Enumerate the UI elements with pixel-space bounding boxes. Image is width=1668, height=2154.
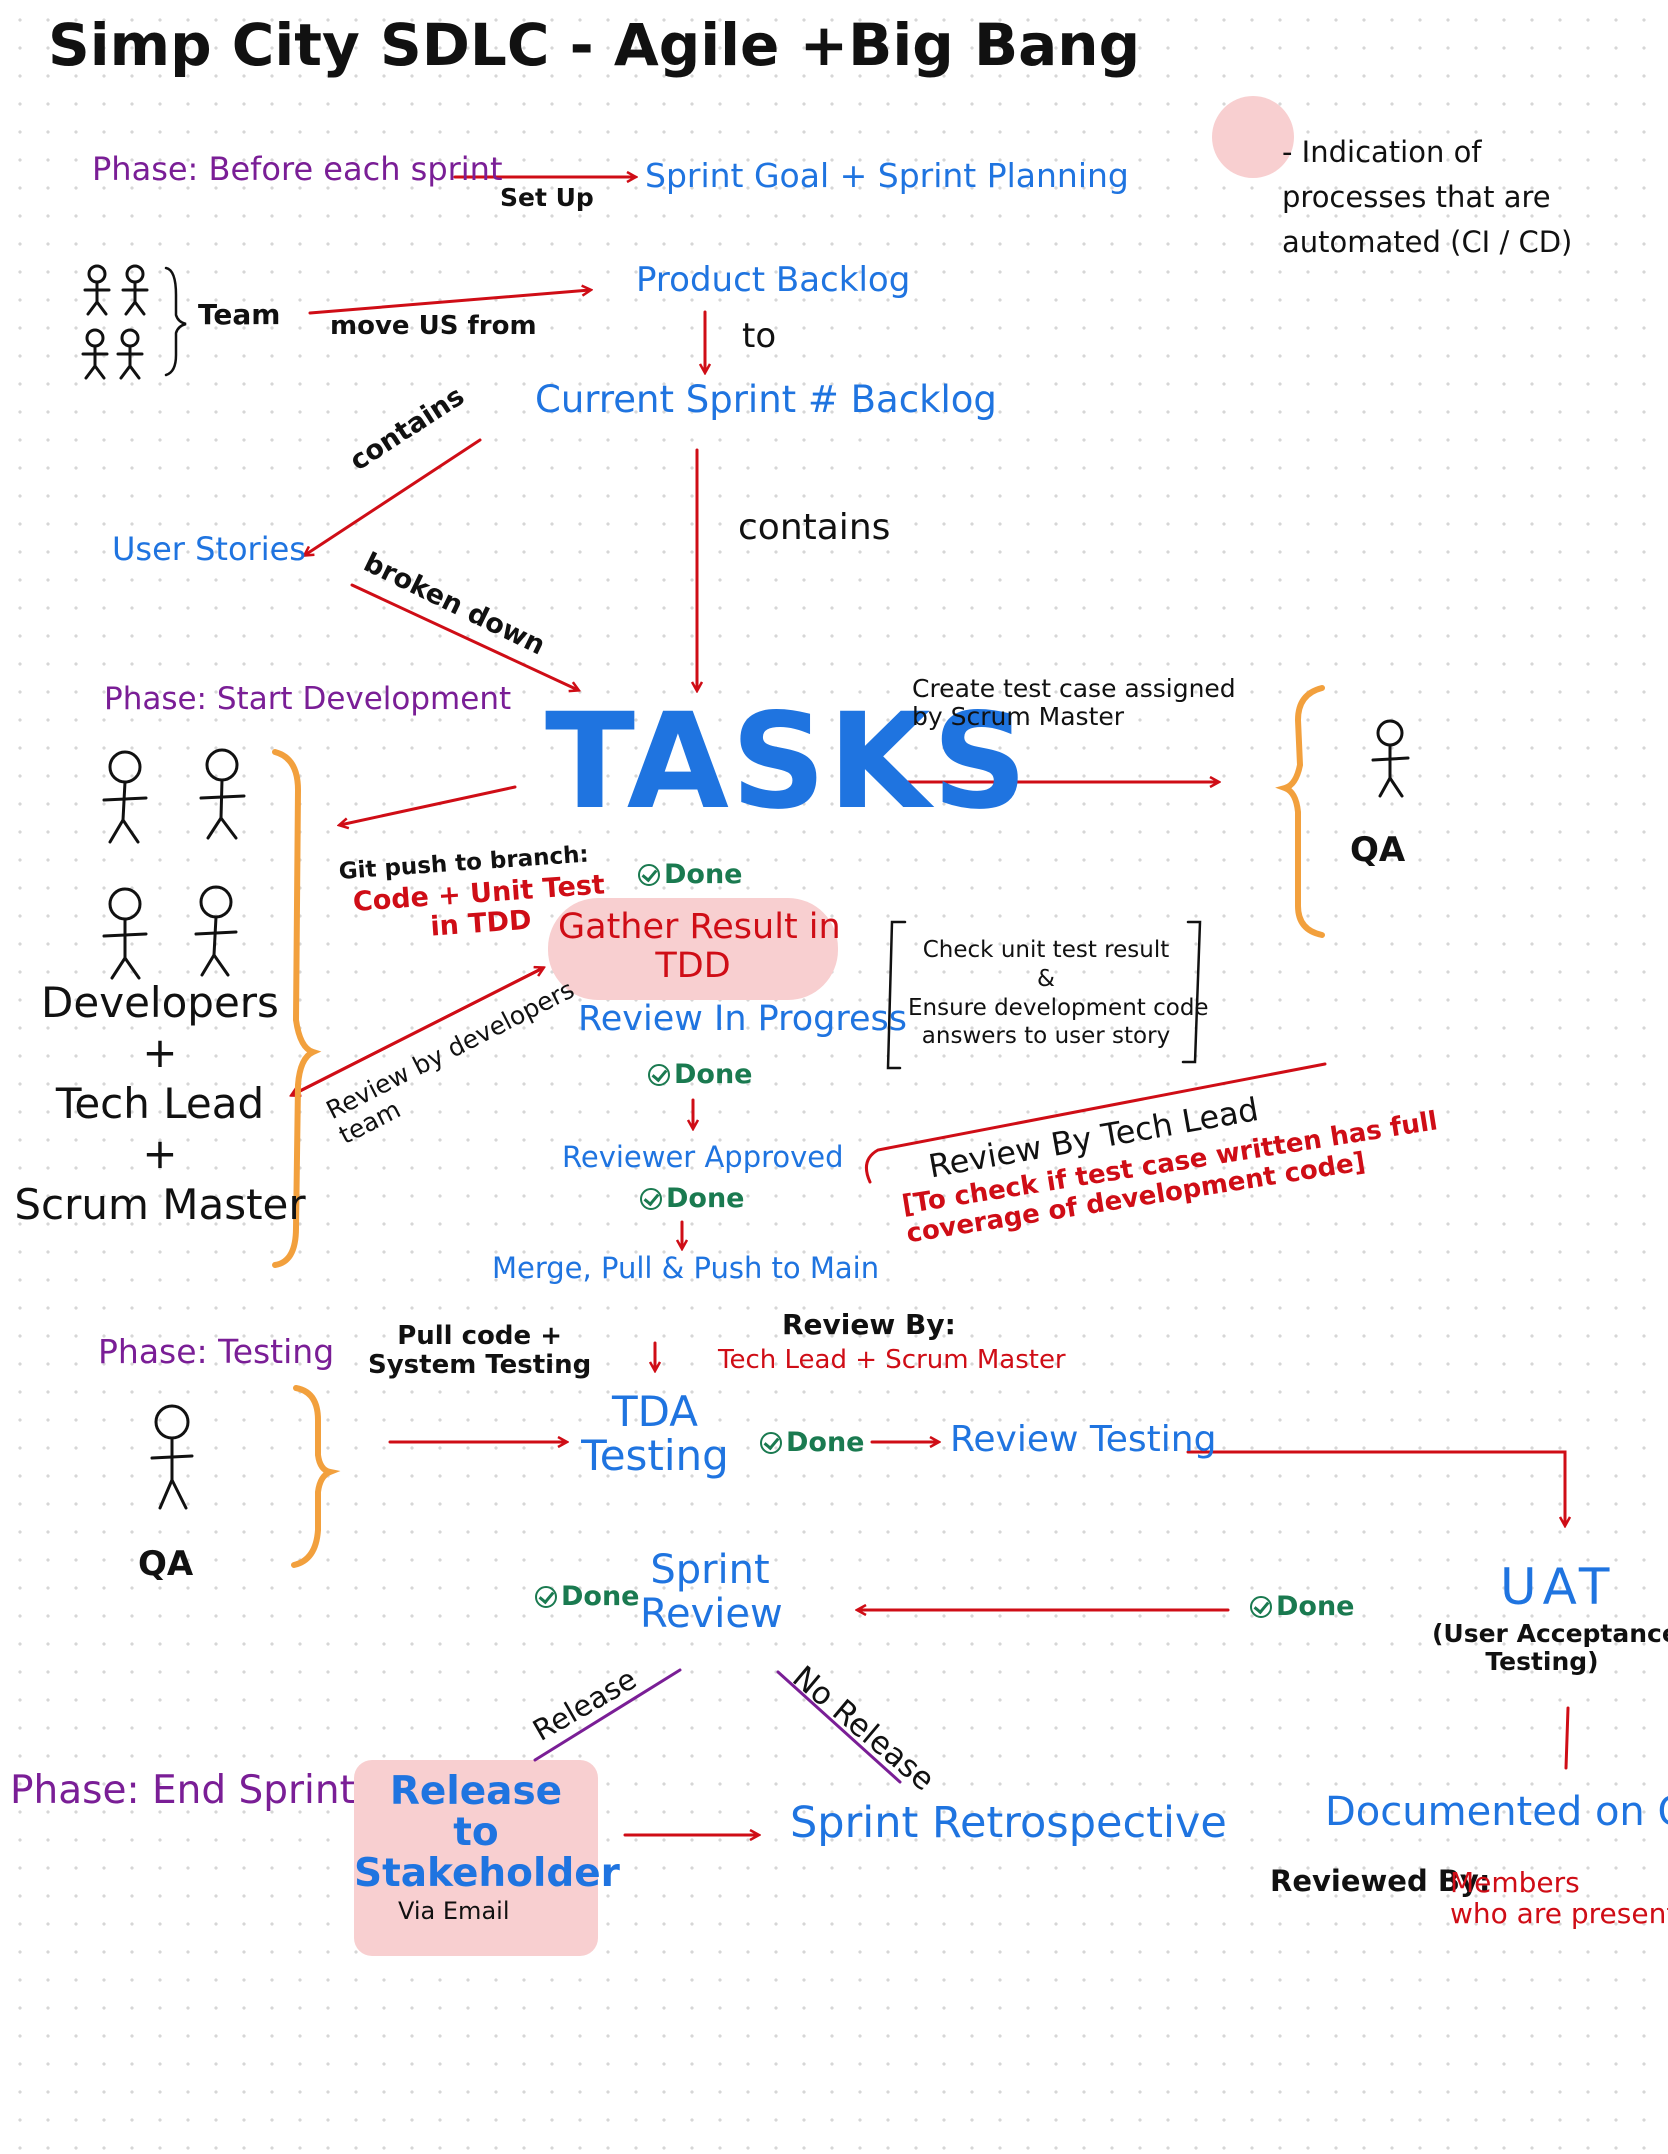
check-circle-icon	[760, 1431, 782, 1454]
done-label: Done	[786, 1427, 865, 1458]
gather-result-highlight	[548, 898, 838, 1000]
team-label: Team	[198, 298, 281, 331]
to-label: to	[742, 316, 777, 356]
phase-start-development: Phase: Start Development	[104, 681, 512, 717]
check-circle-icon	[640, 1187, 662, 1210]
done-status-6: Done	[535, 1582, 640, 1612]
dev-figure-3	[102, 887, 148, 980]
done-status-2: Done	[648, 1060, 753, 1090]
check-unit-test-note: Check unit test result & Ensure developm…	[908, 937, 1209, 1050]
team-figure-4	[116, 328, 144, 380]
line-release	[533, 1668, 682, 1762]
arrow-broken-down	[350, 583, 578, 690]
release-highlight	[354, 1760, 598, 1956]
qa-label-top: QA	[1350, 830, 1406, 870]
done-label: Done	[674, 1059, 753, 1090]
arrow-review-testing-to-uat	[1186, 1450, 1565, 1525]
tech-lead-scrum-master: Tech Lead + Scrum Master	[718, 1345, 1066, 1375]
phase-end-sprint: Phase: End Sprint	[10, 1768, 355, 1813]
done-status-3: Done	[640, 1184, 745, 1214]
move-us-label: move US from	[330, 311, 537, 341]
legend-swatch	[1212, 96, 1294, 178]
check-circle-icon	[535, 1585, 557, 1608]
team-figure-2	[121, 264, 149, 316]
team-brace	[164, 266, 187, 377]
check-circle-icon	[638, 863, 660, 886]
done-label: Done	[664, 859, 743, 890]
legend-text: - Indication of processes that are autom…	[1282, 135, 1573, 259]
bracket-right	[1181, 920, 1202, 1064]
tasks-heading: TASKS	[545, 685, 1030, 839]
reviewed-by-label: Reviewed By:	[1270, 1864, 1491, 1898]
page-title: Simp City SDLC - Agile +Big Bang	[48, 11, 1141, 79]
review-in-progress: Review In Progress	[578, 999, 907, 1039]
members-present: Members who are present	[1450, 1866, 1668, 1930]
done-label: Done	[666, 1183, 745, 1214]
done-label: Done	[561, 1581, 640, 1612]
qa-brace-bottom	[291, 1385, 341, 1568]
arrow-gather-to-dev	[292, 966, 545, 1095]
review-by-label: Review By:	[782, 1308, 956, 1341]
dev-figure-2	[199, 748, 246, 840]
check-circle-icon	[1250, 1595, 1272, 1618]
done-status-4: Done	[760, 1428, 865, 1458]
tda-testing: TDA Testing	[581, 1387, 729, 1481]
review-testing: Review Testing	[950, 1419, 1217, 1460]
done-status-5: Done	[1250, 1592, 1355, 1622]
pull-code-system-testing: Pull code + System Testing	[368, 1321, 592, 1380]
bracket-left	[886, 920, 907, 1070]
qa-label-bottom: QA	[138, 1544, 194, 1584]
arrow-tech-lead-review	[864, 1062, 1327, 1184]
line-no-release	[776, 1670, 902, 1784]
uat-full-label: (User Acceptance Testing)	[1432, 1619, 1668, 1676]
gather-result-tdd: Gather Result in TDD	[558, 907, 841, 986]
merge-pull-push: Merge, Pull & Push to Main	[492, 1251, 880, 1285]
check-circle-icon	[648, 1063, 670, 1086]
team-figure-3	[81, 328, 109, 380]
dev-figure-1	[102, 750, 148, 844]
release-to-stakeholder: Release to Stakeholder	[354, 1769, 620, 1896]
product-backlog: Product Backlog	[636, 260, 911, 300]
current-sprint-backlog: Current Sprint # Backlog	[535, 378, 997, 421]
sprint-review: Sprint Review	[640, 1547, 783, 1637]
documented-on-git: Documented on Git	[1325, 1789, 1668, 1835]
team-figure-1	[83, 264, 111, 316]
arrow-contains-left	[305, 438, 482, 555]
via-email-label: Via Email	[398, 1897, 510, 1925]
user-stories: User Stories	[112, 530, 306, 568]
arrow-move-us	[308, 290, 590, 315]
qa-figure-top	[1371, 719, 1410, 798]
contains-down-label: contains	[738, 507, 891, 548]
dev-brace	[272, 749, 322, 1268]
line-uat-to-documented	[1564, 1706, 1570, 1770]
set-up-label: Set Up	[500, 183, 594, 212]
qa-brace-top	[1275, 685, 1325, 938]
qa-figure-bottom	[150, 1404, 194, 1510]
developers-group-label: Developers + Tech Lead + Scrum Master	[14, 978, 306, 1229]
done-status-1: Done	[638, 860, 743, 890]
phase-testing: Phase: Testing	[98, 1332, 335, 1371]
phase-before-sprint: Phase: Before each sprint	[92, 150, 503, 188]
uat-heading: UAT	[1500, 1558, 1616, 1616]
done-label: Done	[1276, 1591, 1355, 1622]
create-test-case-label: Create test case assigned by Scrum Maste…	[912, 674, 1236, 731]
sprint-goal-planning: Sprint Goal + Sprint Planning	[645, 156, 1129, 195]
reviewer-approved: Reviewer Approved	[562, 1140, 844, 1174]
sprint-retrospective: Sprint Retrospective	[790, 1798, 1227, 1848]
arrow-tasks-to-dev	[340, 785, 517, 825]
dev-figure-4	[194, 885, 238, 977]
